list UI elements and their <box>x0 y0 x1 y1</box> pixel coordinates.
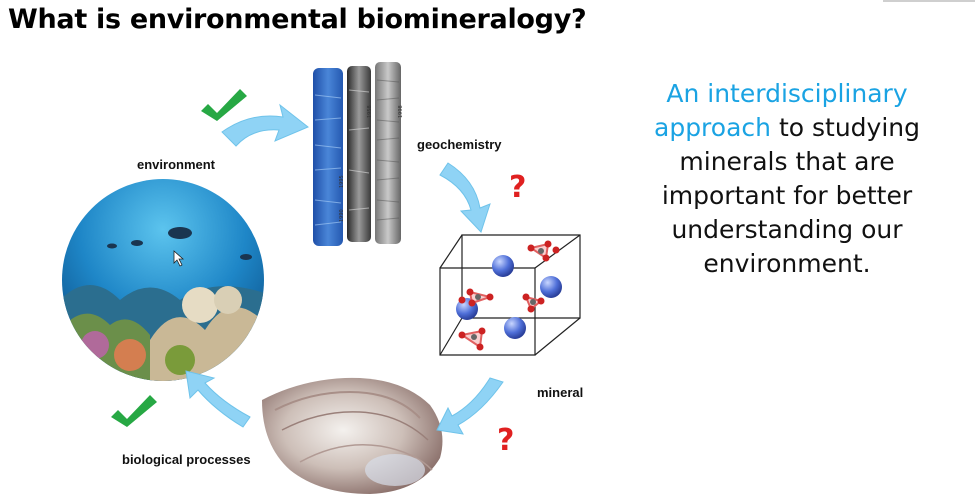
definition-line: environment. <box>703 249 871 278</box>
definition-line: An interdisciplinary <box>627 77 947 111</box>
definition-highlight: An interdisciplinary <box>666 79 908 108</box>
core-year-label: 1958 <box>367 105 373 118</box>
core-year-label: 1995 <box>339 175 345 188</box>
definition-line: approach to studying <box>627 111 947 145</box>
biological-processes-label: biological processes <box>122 452 251 467</box>
crystal-structure-image <box>439 234 581 356</box>
cursor-icon <box>173 250 185 267</box>
environment-label: environment <box>137 157 216 172</box>
core-year-label: 1998 <box>398 105 404 118</box>
core-year-label: 1990 <box>339 209 345 222</box>
ocean-reef-photo <box>62 179 264 381</box>
question-mark-icon: ? <box>509 170 526 205</box>
check-icon <box>111 395 157 427</box>
mineral-label: mineral <box>537 385 584 400</box>
definition-text-part: to studying <box>771 113 920 142</box>
check-icon <box>201 89 247 121</box>
definition-line: minerals that are <box>679 147 895 176</box>
sediment-cores-image: 1995 1990 1958 1998 <box>313 62 404 246</box>
definition-line: understanding our <box>671 215 903 244</box>
cycle-arrow-icon <box>185 103 504 435</box>
geochemistry-label: geochemistry <box>417 137 502 152</box>
definition-highlight: approach <box>654 113 771 142</box>
definition-text: An interdisciplinary approach to studyin… <box>627 77 947 281</box>
top-divider <box>883 0 975 2</box>
oyster-shell-image <box>262 377 443 494</box>
definition-line: important for better <box>661 181 913 210</box>
slide-title: What is environmental biomineralogy? <box>8 4 587 35</box>
question-mark-icon: ? <box>497 423 514 458</box>
